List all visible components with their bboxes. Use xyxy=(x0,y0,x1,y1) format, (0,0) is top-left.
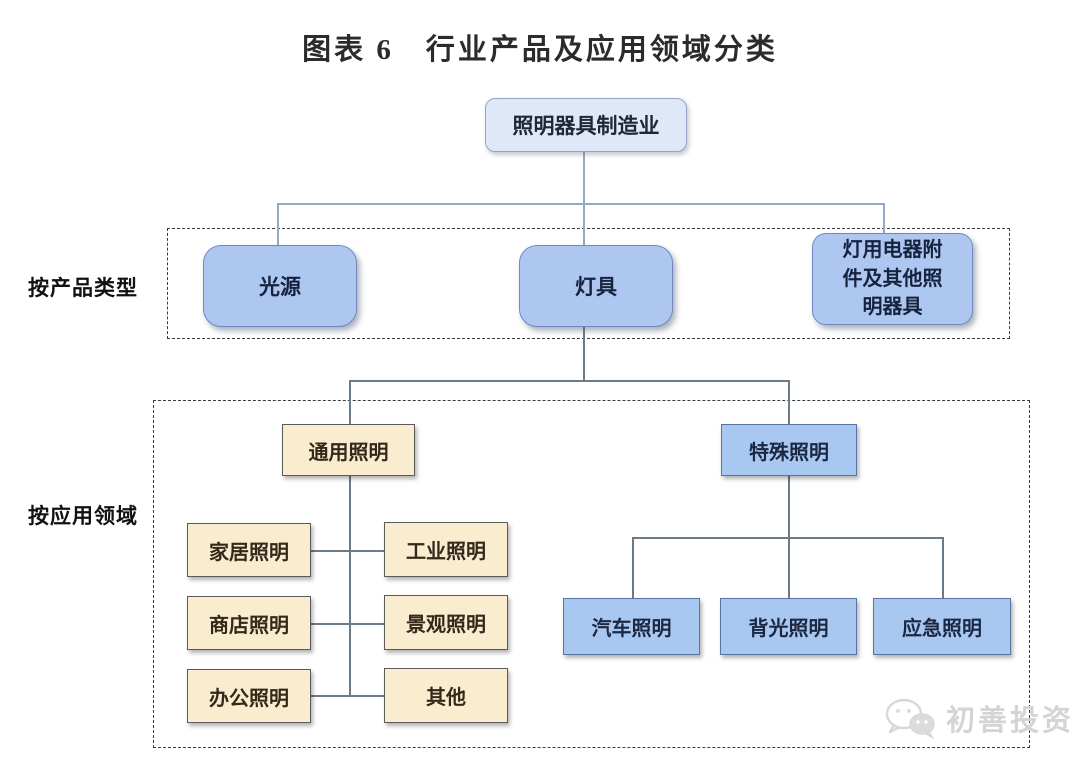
connector-row3 xyxy=(311,695,384,697)
node-general-lighting: 通用照明 xyxy=(282,424,415,476)
connector-row1 xyxy=(311,550,384,552)
connector-row2 xyxy=(311,623,384,625)
product-type-region xyxy=(167,228,1010,339)
node-lamps: 灯具 xyxy=(519,245,673,327)
connector-drop-backlight xyxy=(788,537,790,598)
node-other: 其他 xyxy=(384,668,508,723)
connector-application-horizontal xyxy=(349,380,790,382)
node-landscape-lighting: 景观照明 xyxy=(384,595,508,650)
connector-drop-general xyxy=(349,380,351,424)
product-type-group-label: 按产品类型 xyxy=(28,277,138,300)
connector-drop-lamps xyxy=(583,203,585,245)
connector-special-down xyxy=(788,476,790,537)
connector-drop-special xyxy=(788,380,790,424)
connector-root-down xyxy=(583,152,585,203)
connector-general-trunk xyxy=(349,476,351,697)
connector-drop-accessories xyxy=(883,203,885,235)
connector-drop-automotive xyxy=(632,537,634,598)
node-lighting-manufacturing: 照明器具制造业 xyxy=(485,98,687,152)
connector-product-horizontal xyxy=(277,203,884,205)
watermark-text: 初善投资 xyxy=(946,705,1075,737)
node-office-lighting: 办公照明 xyxy=(187,669,311,723)
connector-lamps-down xyxy=(583,327,585,380)
application-field-region xyxy=(153,400,1030,748)
connector-drop-emergency xyxy=(942,537,944,598)
node-special-lighting: 特殊照明 xyxy=(721,424,857,476)
wechat-bubbles-icon xyxy=(884,696,938,740)
connector-drop-light-source xyxy=(277,203,279,245)
node-emergency-lighting: 应急照明 xyxy=(873,598,1011,655)
node-shop-lighting: 商店照明 xyxy=(187,596,311,650)
chart-title: 图表 6 行业产品及应用领域分类 xyxy=(302,34,778,66)
node-automotive-lighting: 汽车照明 xyxy=(563,598,700,655)
node-light-source: 光源 xyxy=(203,245,357,327)
application-field-group-label: 按应用领域 xyxy=(28,505,138,528)
node-backlight-lighting: 背光照明 xyxy=(720,598,857,655)
watermark: 初善投资 xyxy=(884,696,1074,740)
node-industrial-lighting: 工业照明 xyxy=(384,522,508,577)
node-lamp-accessories: 灯用电器附件及其他照明器具 xyxy=(812,233,973,325)
node-home-lighting: 家居照明 xyxy=(187,523,311,577)
